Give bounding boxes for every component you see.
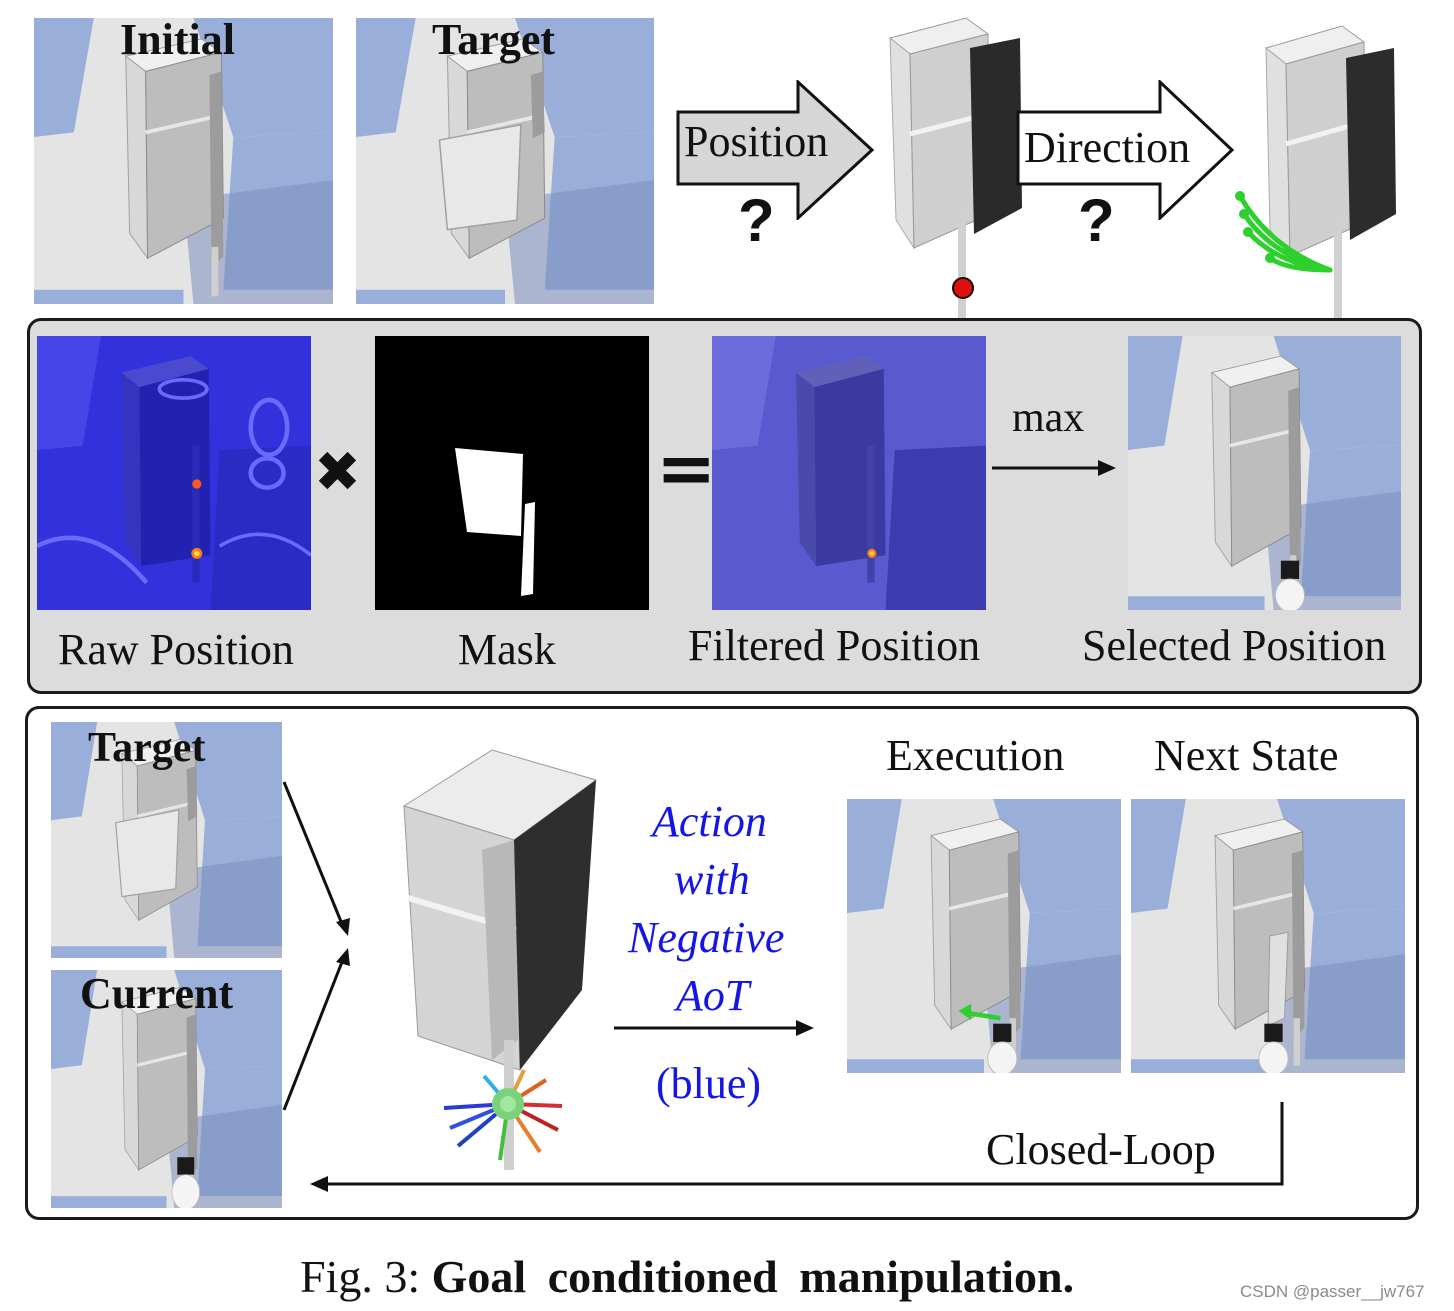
caption-title: Goal conditioned manipulation. bbox=[431, 1251, 1075, 1302]
next-state-label: Next State bbox=[1154, 731, 1339, 780]
action-text-line5: (blue) bbox=[656, 1059, 762, 1108]
input-arrows bbox=[282, 781, 350, 1111]
selected-position-image bbox=[1128, 336, 1401, 610]
action-text-line2: with bbox=[674, 855, 750, 904]
execution-label: Execution bbox=[886, 731, 1065, 780]
execution-image bbox=[847, 799, 1121, 1073]
fridge-action-sampling-image bbox=[396, 740, 606, 1180]
direction-label: Direction bbox=[1024, 123, 1191, 172]
raw-position-heatmap bbox=[37, 336, 311, 610]
closed-loop-arrow bbox=[310, 1102, 1284, 1192]
position-question-mark: ? bbox=[738, 187, 775, 254]
equals-symbol: = bbox=[656, 426, 717, 510]
max-arrow bbox=[992, 460, 1116, 476]
filtered-position-image bbox=[712, 336, 986, 610]
position-arrow bbox=[676, 80, 875, 220]
action-text-line1: Action bbox=[652, 797, 767, 846]
next-state-image bbox=[1131, 799, 1405, 1073]
action-arrow bbox=[614, 1020, 814, 1036]
filtered-position-label: Filtered Position bbox=[688, 621, 981, 670]
watermark: CSDN @passer__jw767 bbox=[1240, 1282, 1425, 1301]
mask-image bbox=[375, 336, 649, 610]
mask-label: Mask bbox=[458, 625, 556, 674]
direction-question-mark: ? bbox=[1078, 187, 1115, 254]
current-label: Current bbox=[80, 969, 234, 1018]
selected-position-label: Selected Position bbox=[1082, 621, 1387, 670]
action-text-line3: Negative bbox=[628, 913, 785, 962]
max-label: max bbox=[1012, 395, 1085, 441]
action-text-line4: AoT bbox=[676, 971, 750, 1020]
direction-arrow bbox=[1016, 80, 1235, 220]
fridge-position-image bbox=[870, 8, 1030, 318]
current-state-image bbox=[51, 970, 282, 1208]
caption-prefix: Fig. 3: bbox=[300, 1251, 432, 1302]
initial-label: Initial bbox=[120, 15, 235, 64]
figure-caption: Fig. 3: Goal conditioned manipulation. bbox=[300, 1250, 1074, 1303]
goal-target-label: Target bbox=[88, 725, 206, 771]
fridge-direction-image bbox=[1230, 8, 1410, 318]
selected-point-dot bbox=[952, 277, 974, 299]
closed-loop-label: Closed-Loop bbox=[986, 1125, 1216, 1174]
target-label: Target bbox=[432, 15, 556, 64]
raw-position-label: Raw Position bbox=[58, 625, 294, 674]
position-label: Position bbox=[684, 117, 829, 166]
multiply-symbol: ✖ bbox=[314, 440, 361, 505]
